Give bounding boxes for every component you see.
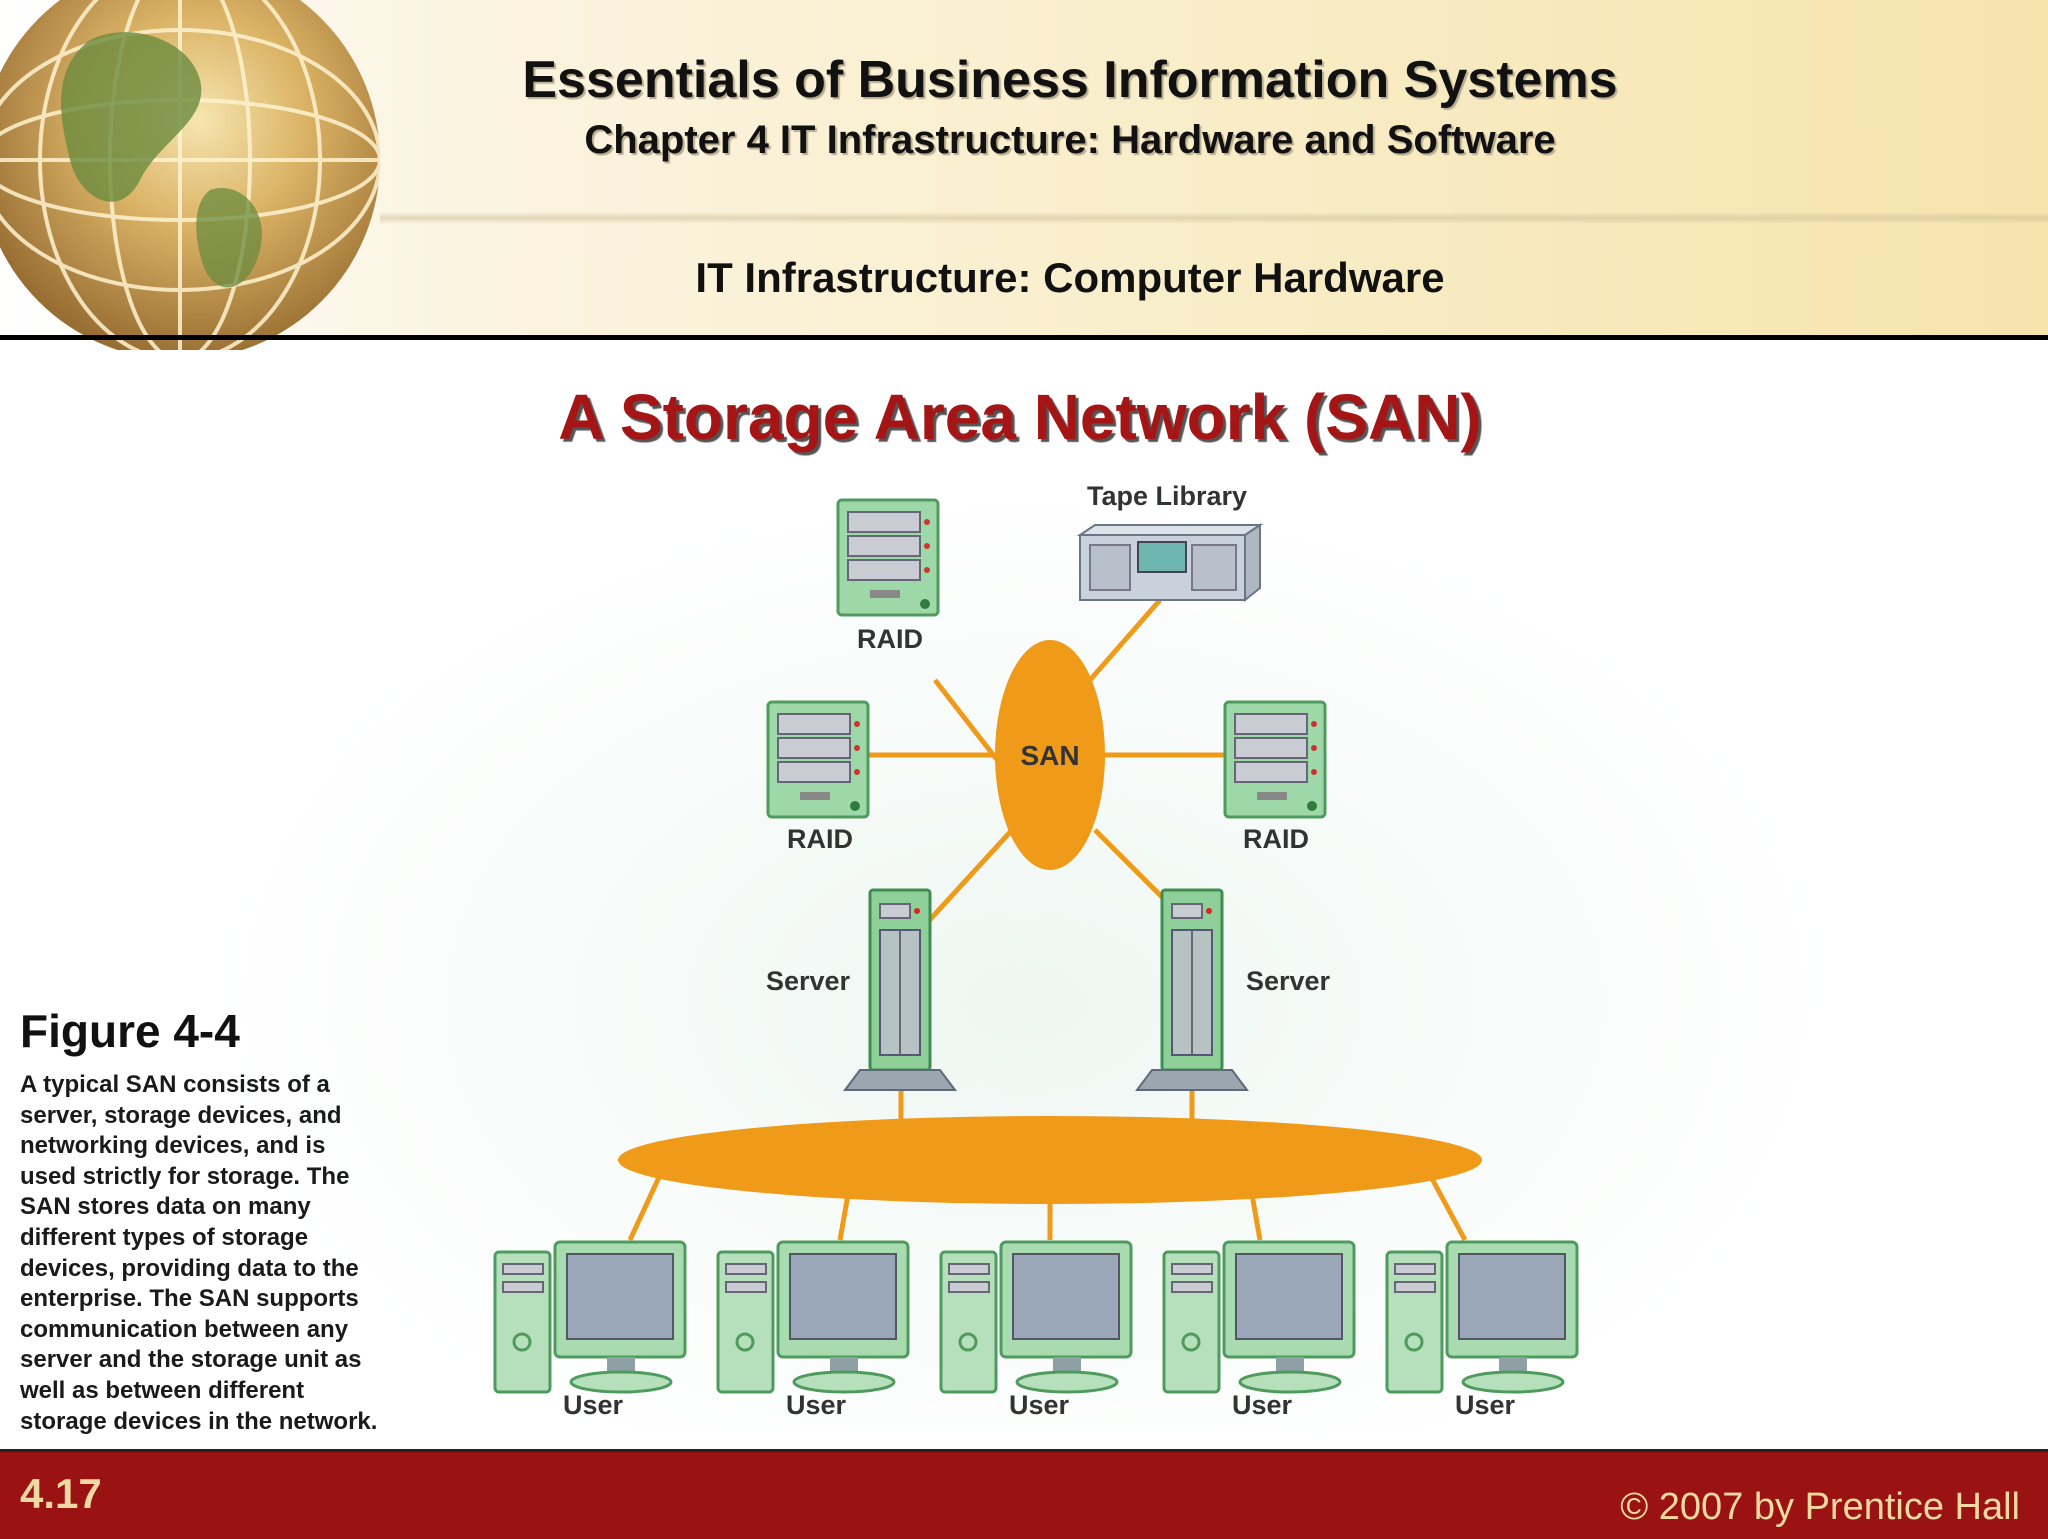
san-diagram: SAN RAID Tape Library RAID RAID Server S…	[493, 481, 1579, 1420]
figure-title: Figure 4-4	[20, 1005, 240, 1057]
course-title: Essentials of Business Information Syste…	[522, 51, 1618, 109]
caption-line: SAN stores data on many	[20, 1193, 311, 1221]
raid-left: RAID	[766, 700, 870, 854]
chapter-title: Chapter 4 IT Infrastructure: Hardware an…	[584, 118, 1556, 162]
caption-line: networking devices, and is	[20, 1132, 326, 1160]
user-1: User	[493, 1240, 687, 1420]
caption-line: well as between different	[20, 1376, 305, 1404]
user-5-label: User	[1455, 1390, 1516, 1420]
caption-line: A typical SAN consists of a	[20, 1071, 330, 1098]
raid-right: RAID	[1223, 700, 1327, 854]
user-1-label: User	[563, 1390, 624, 1420]
caption-line: storage devices in the network.	[20, 1407, 378, 1435]
section-title: IT Infrastructure: Computer Hardware	[695, 254, 1445, 301]
slide-header: Essentials of Business Information Syste…	[0, 0, 2048, 350]
copyright: © 2007 by Prentice Hall	[1620, 1486, 2020, 1528]
user-2: User	[716, 1240, 910, 1420]
user-3-label: User	[1009, 1390, 1070, 1420]
slide-footer: 4.17 © 2007 by Prentice Hall	[0, 1449, 2048, 1539]
tape-library: Tape Library	[1076, 481, 1264, 603]
header-band	[380, 212, 2048, 224]
server-left: Server	[766, 888, 957, 1092]
server-left-label: Server	[766, 966, 851, 996]
user-5: User	[1385, 1240, 1579, 1420]
san-hub	[995, 640, 1105, 870]
user-2-label: User	[786, 1390, 847, 1420]
raid-top: RAID	[836, 498, 940, 654]
figure-caption: A typical SAN consists of a server, stor…	[20, 1070, 420, 1437]
caption-line: server, storage devices, and	[20, 1101, 342, 1129]
server-right-label: Server	[1246, 966, 1331, 996]
user-4: User	[1162, 1240, 1356, 1420]
caption-line: enterprise. The SAN supports	[20, 1285, 359, 1313]
slide-title: A Storage Area Network (SAN)	[558, 381, 1482, 453]
user-3: User	[939, 1240, 1133, 1420]
header-divider	[0, 335, 2048, 340]
caption-line: devices, providing data to the	[20, 1254, 359, 1282]
server-right: Server	[1135, 888, 1331, 1092]
caption-line: used strictly for storage. The	[20, 1162, 350, 1190]
san-hub-label: SAN	[1020, 740, 1079, 771]
raid-left-label: RAID	[787, 824, 853, 854]
raid-right-label: RAID	[1243, 824, 1309, 854]
globe-logo	[0, 0, 380, 350]
user-4-label: User	[1232, 1390, 1293, 1420]
tape-library-label: Tape Library	[1087, 481, 1247, 511]
caption-line: communication between any	[20, 1315, 349, 1343]
caption-line: server and the storage unit as	[20, 1346, 362, 1374]
lan-ellipse	[618, 1116, 1482, 1204]
caption-line: different types of storage	[20, 1223, 309, 1251]
raid-top-label: RAID	[857, 624, 923, 654]
slide-number: 4.17	[20, 1470, 102, 1517]
